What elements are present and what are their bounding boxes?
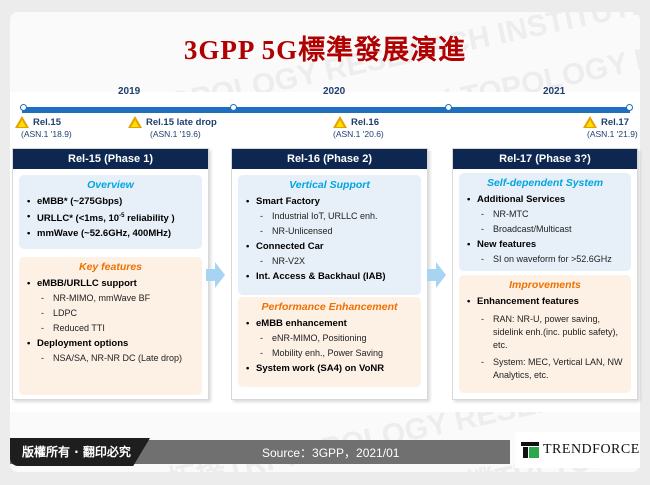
page-title: 3GPP 5G標準發展演進: [183, 35, 467, 65]
rel16-column: Rel-16 (Phase 2) Vertical Support Smart …: [231, 148, 428, 400]
self-dependent-box: Self-dependent System Additional Service…: [459, 173, 631, 271]
trendforce-logo-icon: [521, 442, 539, 458]
milestone-rel15: Rel.15 (ASN.1 '18.9): [15, 116, 72, 139]
timeline-dot: [230, 104, 237, 111]
warning-triangle-icon: [15, 116, 29, 128]
milestone-rel15-late: Rel.15 late drop (ASN.1 '19.6): [128, 116, 217, 139]
rel17-column: Rel-17 (Phase 3?) Self-dependent System …: [452, 148, 638, 400]
year-label: 2021: [543, 86, 566, 97]
milestone-rel16: Rel.16 (ASN.1 '20.6): [333, 116, 384, 139]
vertical-support-box: Vertical Support Smart Factory Industria…: [238, 175, 421, 295]
timeline-dot: [445, 104, 452, 111]
timeline-bar: [22, 107, 630, 113]
column-header: Rel-16 (Phase 2): [232, 149, 427, 169]
trendforce-logo: TRENDFORCE: [515, 432, 640, 468]
timeline-dot: [20, 104, 27, 111]
milestone-rel17: Rel.17 (ASN.1 '21.9): [583, 116, 638, 139]
key-features-box: Key features eMBB/URLLC support NR-MIMO,…: [19, 257, 202, 395]
source-label: Source：3GPP，2021/01: [262, 446, 400, 460]
urllc-item: URLLC* (<1ms, 10-5 reliability ): [25, 209, 196, 226]
warning-triangle-icon: [333, 116, 347, 128]
performance-box: Performance Enhancement eMBB enhancement…: [238, 297, 421, 387]
column-header: Rel-17 (Phase 3?): [453, 149, 637, 169]
year-label: 2019: [118, 86, 141, 97]
improvements-box: Improvements Enhancement features RAN: N…: [459, 275, 631, 393]
overview-box: Overview eMBB* (~275Gbps) URLLC* (<1ms, …: [19, 175, 202, 249]
year-label: 2020: [323, 86, 346, 97]
column-header: Rel-15 (Phase 1): [13, 149, 208, 169]
warning-triangle-icon: [128, 116, 142, 128]
copyright-label: 版權所有 · 翻印必究: [10, 438, 150, 466]
arrow-right-icon: [427, 262, 446, 288]
warning-triangle-icon: [583, 116, 597, 128]
arrow-right-icon: [206, 262, 225, 288]
timeline-dot: [626, 104, 633, 111]
rel15-column: Rel-15 (Phase 1) Overview eMBB* (~275Gbp…: [12, 148, 209, 400]
